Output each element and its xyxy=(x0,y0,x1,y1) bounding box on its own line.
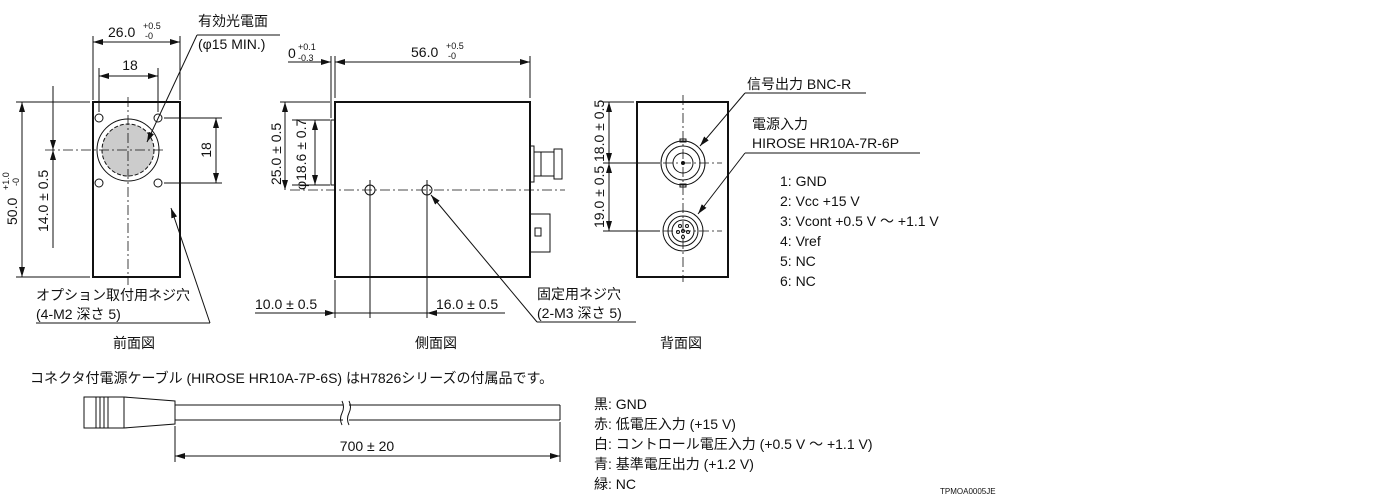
mount-hole-spec: (4-M2 深さ 5) xyxy=(36,306,121,322)
pin-item: 1: GND xyxy=(780,173,827,189)
photocathode-size: (φ15 MIN.) xyxy=(198,36,265,52)
length-dimension: 56.0 xyxy=(411,44,438,60)
hole2-position: 16.0 ± 0.5 xyxy=(436,296,498,312)
tolerance-plus: +0.5 xyxy=(446,41,464,51)
tolerance-plus: +0.5 xyxy=(143,21,161,31)
pin-item: 4: Vref xyxy=(780,233,821,249)
bnc-connector xyxy=(660,138,706,188)
hole-pitch-vertical: 18 xyxy=(198,142,214,158)
width-dimension: 26.0 xyxy=(108,24,135,40)
window-diameter-dimension: φ18.6 ± 0.7 xyxy=(293,119,309,190)
cable-connector xyxy=(83,396,176,429)
pin-item: 3: Vcont +0.5 V ～ +1.1 V xyxy=(780,213,939,229)
wire-item: 黒: GND xyxy=(594,396,647,412)
photocathode-label: 有効光電面 xyxy=(198,13,268,29)
cable-note: コネクタ付電源ケーブル (HIROSE HR10A-7P-6S) はH7826シ… xyxy=(30,370,553,386)
tolerance-minus: -0 xyxy=(145,31,153,41)
photocathode-area xyxy=(101,123,155,177)
window-flange xyxy=(330,119,336,186)
rear-view: 18.0 ± 0.5 19.0 ± 0.5 信号出力 BNC-R 電源入力 HI… xyxy=(591,76,939,351)
hole1-position: 10.0 ± 0.5 xyxy=(255,296,317,312)
wire-item: 青: 基準電圧出力 (+1.2 V) xyxy=(594,456,754,472)
center-offset-dimension: 14.0 ± 0.5 xyxy=(35,170,51,232)
rear-body xyxy=(636,101,729,278)
wire-list: 黒: GND 赤: 低電圧入力 (+15 V) 白: コントロール電圧入力 (+… xyxy=(594,396,873,492)
front-view: 26.0 +0.5 -0 18 18 50.0 +1.0 -0 14.0 ± 0… xyxy=(1,13,280,351)
offset-dimension: 0 xyxy=(288,45,296,61)
bnc-position: 18.0 ± 0.5 xyxy=(591,100,607,162)
side-view: 56.0 +0.5 -0 0 +0.1 -0.3 25.0 ± 0.5 φ18.… xyxy=(255,41,636,351)
tolerance-plus: +1.0 xyxy=(1,172,11,190)
center-height-dimension: 25.0 ± 0.5 xyxy=(268,123,284,185)
drawing-id: TPMOA0005JE xyxy=(940,487,996,496)
power-connector xyxy=(662,210,704,252)
wire-item: 赤: 低電圧入力 (+15 V) xyxy=(594,416,736,432)
mount-hole-label: オプション取付用ネジ穴 xyxy=(36,287,190,303)
pin-list: 1: GND 2: Vcc +15 V 3: Vcont +0.5 V ～ +1… xyxy=(780,173,939,289)
power-connector-side xyxy=(529,213,551,253)
height-dimension: 50.0 xyxy=(4,198,20,225)
hole-pitch-horizontal: 18 xyxy=(122,57,138,73)
front-body xyxy=(92,101,181,278)
tolerance-minus: -0 xyxy=(448,51,456,61)
pin-item: 5: NC xyxy=(780,253,816,269)
power-connector-model: HIROSE HR10A-7R-6P xyxy=(752,135,899,151)
side-body xyxy=(334,101,531,278)
fix-hole-spec: (2-M3 深さ 5) xyxy=(537,305,622,321)
pin-item: 2: Vcc +15 V xyxy=(780,193,860,209)
wire-item: 緑: NC xyxy=(594,476,636,492)
tolerance-minus: -0 xyxy=(11,178,21,186)
front-view-caption: 前面図 xyxy=(113,335,155,351)
power-connector-position: 19.0 ± 0.5 xyxy=(591,166,607,228)
signal-output-label: 信号出力 BNC-R xyxy=(747,76,851,92)
rear-view-caption: 背面図 xyxy=(660,335,702,351)
pin-item: 6: NC xyxy=(780,273,816,289)
side-view-caption: 側面図 xyxy=(415,335,457,351)
fix-hole-label: 固定用ネジ穴 xyxy=(537,286,621,302)
tolerance-minus: -0.3 xyxy=(298,53,314,63)
power-input-label: 電源入力 xyxy=(752,116,808,132)
cable-length: 700 ± 20 xyxy=(340,438,395,454)
cable-drawing: コネクタ付電源ケーブル (HIROSE HR10A-7P-6S) はH7826シ… xyxy=(30,370,996,496)
tolerance-plus: +0.1 xyxy=(298,42,316,52)
wire-item: 白: コントロール電圧入力 (+0.5 V ～ +1.1 V) xyxy=(594,436,873,452)
bnc-connector-side xyxy=(529,145,563,183)
